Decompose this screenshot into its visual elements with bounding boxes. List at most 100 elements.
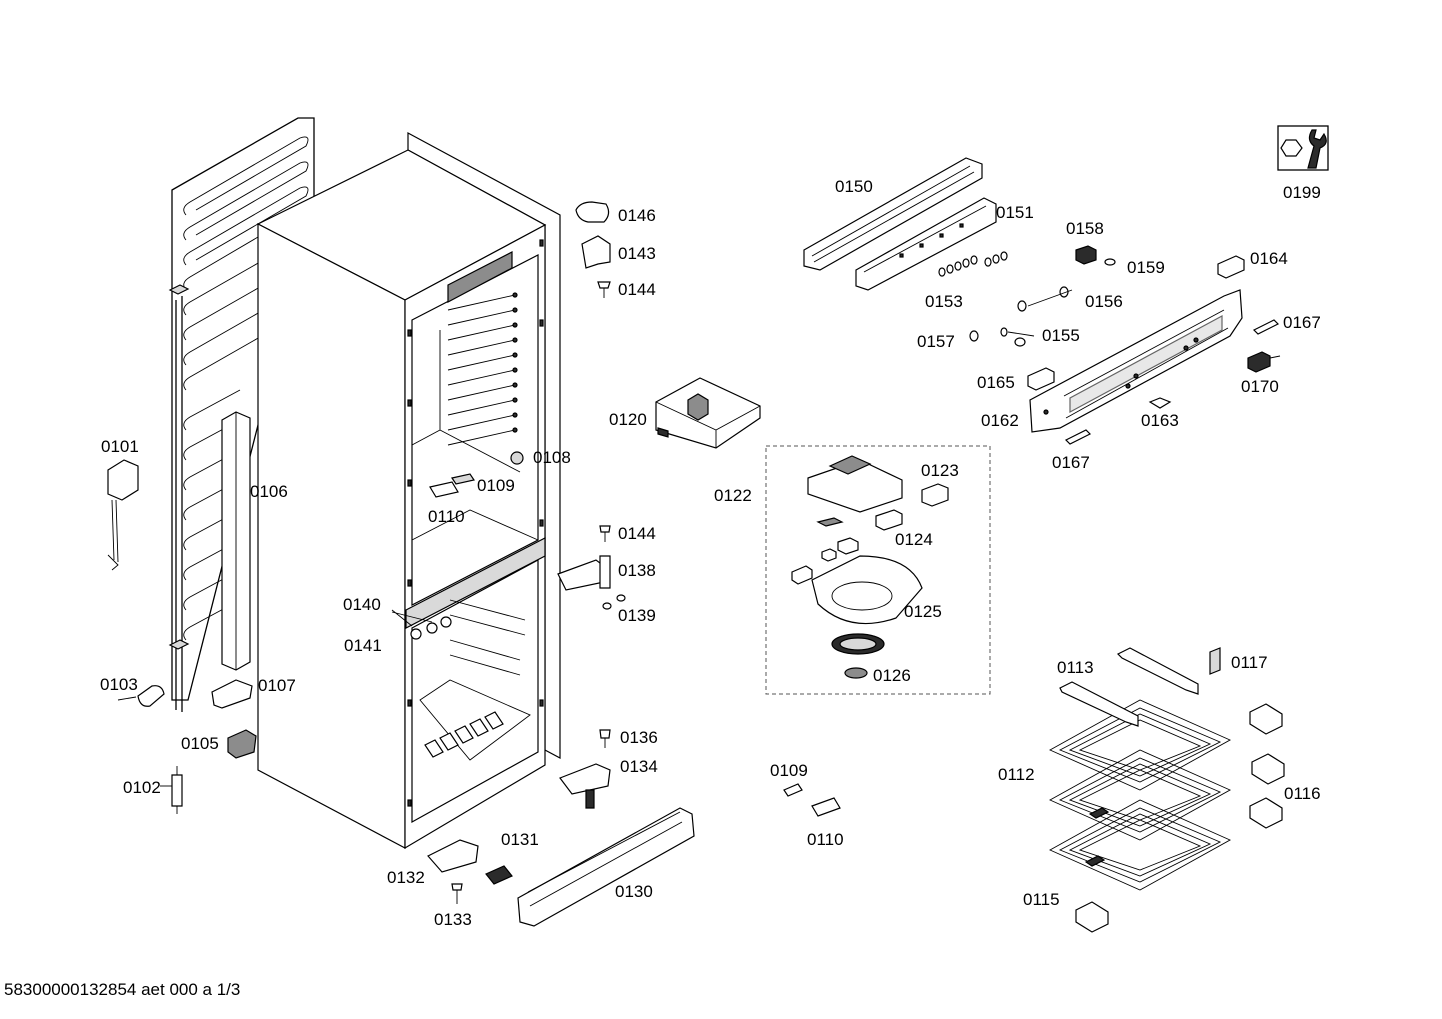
bracket-0113b xyxy=(1059,681,1139,727)
lamp-0109b xyxy=(783,783,803,797)
control-board-0151 xyxy=(855,197,997,291)
label-0125: 0125 xyxy=(904,602,942,621)
strip-0167a xyxy=(1252,319,1280,335)
condenser-coil xyxy=(168,117,315,712)
label-0109b: 0109 xyxy=(770,761,808,780)
buttons-0153 xyxy=(938,251,1008,277)
hinge-0132 xyxy=(427,839,479,873)
lamp-cover-0110b xyxy=(811,797,841,817)
label-0110a: 0110 xyxy=(428,507,465,526)
label-0120: 0120 xyxy=(609,410,647,429)
label-0116: 0116 xyxy=(1284,784,1321,803)
label-0157: 0157 xyxy=(917,332,955,351)
screw-0144b xyxy=(599,525,611,542)
label-0136: 0136 xyxy=(620,728,658,747)
clip-0164 xyxy=(1217,255,1245,279)
part-0170 xyxy=(1247,351,1281,373)
label-0101: 0101 xyxy=(101,437,139,456)
label-0124: 0124 xyxy=(895,530,933,549)
part-labels: 0101 0102 0103 0105 0106 0107 0108 0109 … xyxy=(100,177,1321,929)
fan-assembly xyxy=(791,455,949,679)
label-0156: 0156 xyxy=(1085,292,1123,311)
label-0138: 0138 xyxy=(618,561,656,580)
bulb-0123 xyxy=(921,483,949,507)
hinge-0138 xyxy=(557,555,611,591)
part-0103 xyxy=(137,685,165,707)
lamp-cover-0110 xyxy=(429,481,459,498)
part-0102 xyxy=(171,766,183,814)
evaporator-0112 xyxy=(1048,699,1232,891)
label-0167b: 0167 xyxy=(1052,453,1090,472)
part-0117 xyxy=(1209,647,1221,675)
label-0112: 0112 xyxy=(998,765,1035,784)
power-cord-0101 xyxy=(107,459,139,571)
label-0115: 0115 xyxy=(1023,890,1060,909)
label-0164: 0164 xyxy=(1250,249,1288,268)
label-0144a: 0144 xyxy=(618,280,656,299)
label-0159: 0159 xyxy=(1127,258,1165,277)
label-0141: 0141 xyxy=(344,636,382,655)
strip-0167b xyxy=(1064,429,1092,445)
label-0102: 0102 xyxy=(123,778,161,797)
part-0107 xyxy=(211,679,253,709)
holder-0115 xyxy=(1075,901,1109,933)
label-0130: 0130 xyxy=(615,882,653,901)
bulb-0157 xyxy=(969,330,979,342)
hinge-0134 xyxy=(559,763,611,809)
label-0106: 0106 xyxy=(250,482,288,501)
washers-0139 xyxy=(602,594,626,610)
label-0153: 0153 xyxy=(925,292,963,311)
label-0144b: 0144 xyxy=(618,524,656,543)
lamp-holder-0158 xyxy=(1075,245,1097,265)
wrench-service-icon xyxy=(1277,125,1329,171)
label-0107: 0107 xyxy=(258,676,296,695)
assembly-box-0122 xyxy=(765,445,991,695)
side-strip-0106 xyxy=(221,411,251,671)
label-0122: 0122 xyxy=(714,486,752,505)
control-panel-0150 xyxy=(803,157,983,271)
clip-0165 xyxy=(1027,367,1055,391)
bulb-0159 xyxy=(1104,258,1116,266)
socket-0124 xyxy=(875,509,903,531)
label-0140: 0140 xyxy=(343,595,381,614)
label-0103: 0103 xyxy=(100,675,138,694)
label-0110b: 0110 xyxy=(807,830,844,849)
cap-0146 xyxy=(575,201,610,223)
label-0165: 0165 xyxy=(977,373,1015,392)
label-0132: 0132 xyxy=(387,868,425,887)
label-0199: 0199 xyxy=(1283,183,1321,202)
label-0150: 0150 xyxy=(835,177,873,196)
label-0167a: 0167 xyxy=(1283,313,1321,332)
label-0170: 0170 xyxy=(1241,377,1279,396)
fan-cover-0125 xyxy=(811,555,923,625)
label-0146: 0146 xyxy=(618,206,656,225)
label-0155: 0155 xyxy=(1042,326,1080,345)
label-0126: 0126 xyxy=(873,666,911,685)
label-0162: 0162 xyxy=(981,411,1019,430)
label-0134: 0134 xyxy=(620,757,658,776)
label-0163: 0163 xyxy=(1141,411,1179,430)
cap-0131 xyxy=(485,865,513,885)
control-box-0120 xyxy=(655,377,761,449)
plug-0108 xyxy=(510,451,524,465)
label-0143: 0143 xyxy=(618,244,656,263)
kickplate-0130 xyxy=(517,807,695,927)
label-0133: 0133 xyxy=(434,910,472,929)
part-0163 xyxy=(1148,397,1172,409)
bulbs-0155 xyxy=(1000,327,1035,347)
label-0109a: 0109 xyxy=(477,476,515,495)
label-0117: 0117 xyxy=(1231,653,1268,672)
bracket-0113a xyxy=(1116,647,1199,695)
screw-0144a xyxy=(597,281,611,298)
label-0158: 0158 xyxy=(1066,219,1104,238)
label-0139: 0139 xyxy=(618,606,656,625)
bulbs-0156 xyxy=(1017,286,1073,312)
screw-0133 xyxy=(451,883,463,904)
label-0151: 0151 xyxy=(996,203,1034,222)
label-0105: 0105 xyxy=(181,734,219,753)
fridge-cabinet xyxy=(256,131,561,850)
label-0113: 0113 xyxy=(1057,658,1094,677)
hinge-0143 xyxy=(581,235,611,269)
label-0108: 0108 xyxy=(533,448,571,467)
